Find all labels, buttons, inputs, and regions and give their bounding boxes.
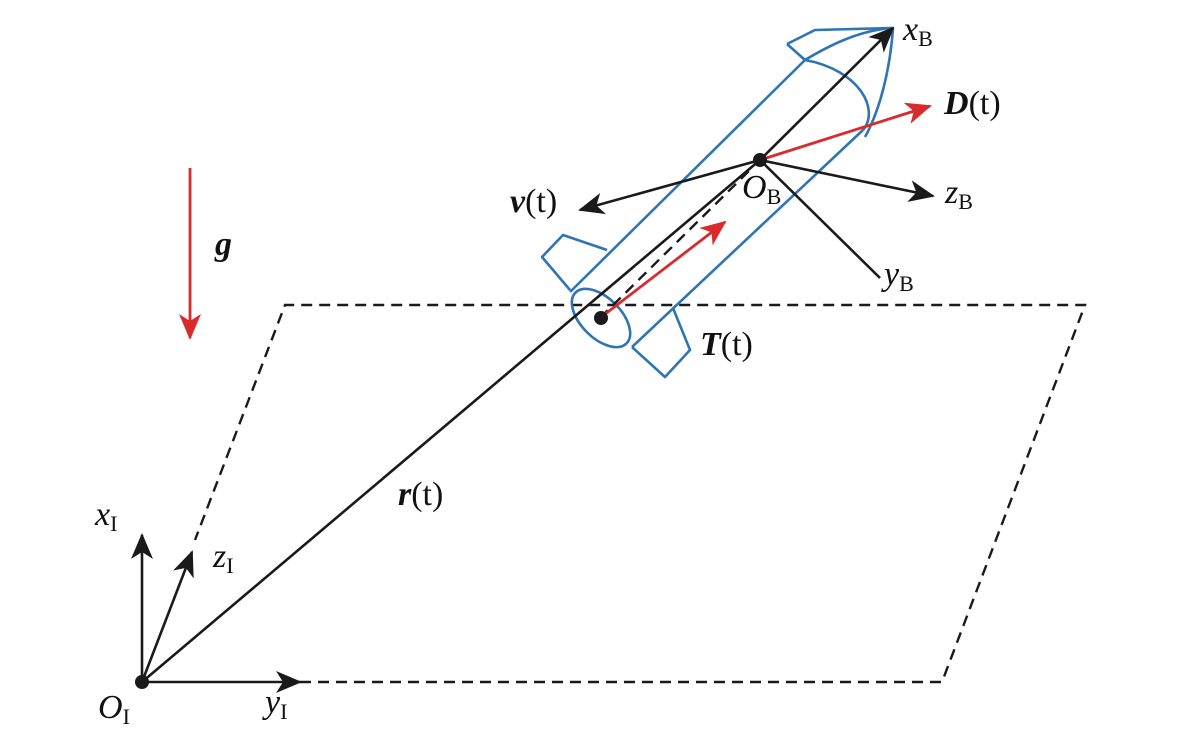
x-b-axis [759,26,895,161]
label-z-i: zI [212,538,234,578]
thrust-vector [599,220,727,320]
drag-vector [759,102,932,162]
label-thrust: T(t) [700,326,753,363]
label-x-b: xB [902,11,933,51]
label-o-b: OB [742,169,781,209]
label-velocity: v(t) [510,183,557,220]
velocity-vector [578,158,761,215]
label-x-i: xI [94,496,117,536]
body-axis-dashed [599,167,753,319]
position-vector [141,159,761,683]
thrust-point [594,311,608,325]
label-y-b: yB [881,256,914,296]
z-b-axis [759,158,935,202]
label-gravity: g [214,226,232,263]
label-z-b: zB [944,174,973,214]
label-drag: D(t) [943,85,1001,122]
inertial-origin-point [135,675,149,689]
label-y-i: yI [262,684,287,724]
y-b-axis [759,159,881,279]
body-origin-point [753,153,767,167]
ground-plane [193,303,1087,684]
label-position: r(t) [398,476,443,513]
label-o-i: OI [98,689,130,729]
z-i-axis [140,550,194,683]
